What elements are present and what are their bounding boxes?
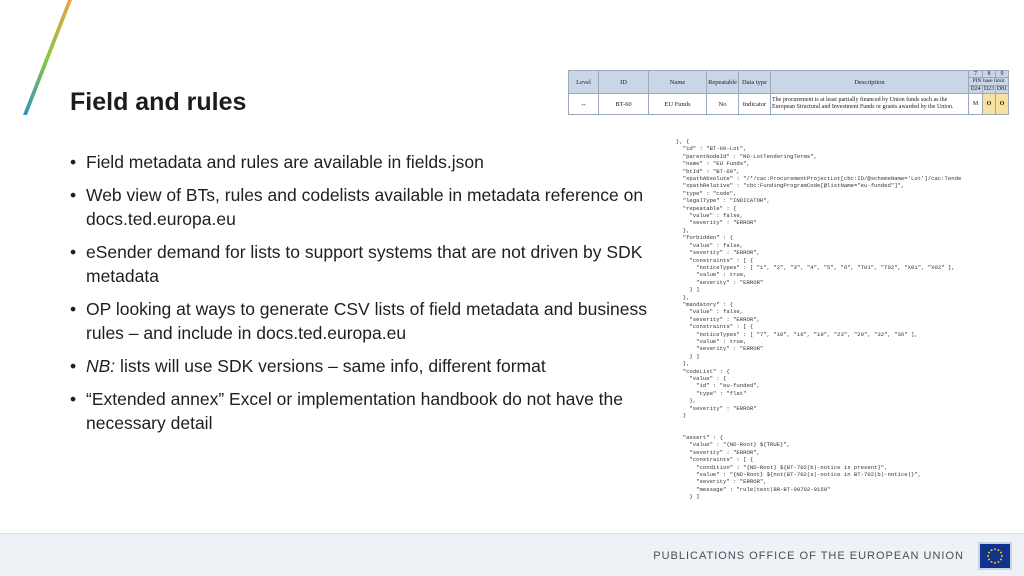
slide-title: Field and rules bbox=[70, 88, 247, 116]
bullet-text: Web view of BTs, rules and codelists ava… bbox=[86, 185, 644, 229]
header-description: Description bbox=[770, 70, 969, 94]
cell-description: The procurement is at least partially fi… bbox=[770, 93, 969, 115]
notice-col: D24 bbox=[970, 86, 981, 92]
bullet-item: Web view of BTs, rules and codelists ava… bbox=[70, 183, 650, 231]
bullet-item: “Extended annex” Excel or implementation… bbox=[70, 387, 650, 435]
bullet-item: OP looking at ways to generate CSV lists… bbox=[70, 297, 650, 345]
bullet-prefix: NB: bbox=[86, 356, 116, 376]
header-level: Level bbox=[568, 70, 599, 94]
notice-col: 7 bbox=[974, 71, 977, 78]
bullet-text: lists will use SDK versions – same info,… bbox=[115, 356, 546, 376]
field-table-image: Level ID Name Repeatable Data type Descr… bbox=[568, 70, 1009, 115]
cell-repeatable: No bbox=[706, 93, 739, 115]
footer-text: PUBLICATIONS OFFICE OF THE EUROPEAN UNIO… bbox=[653, 550, 964, 562]
decorative-slash bbox=[23, 0, 72, 115]
notice-col: D23 bbox=[982, 86, 995, 93]
table-row: ↔ BT-60 EU Funds No Indicator The procur… bbox=[568, 93, 1009, 115]
header-name: Name bbox=[648, 70, 707, 94]
notice-group: PIN base limit bbox=[969, 78, 1008, 86]
cell-id: BT-60 bbox=[598, 93, 649, 115]
json-assert-snippet: "assert" : { "value" : "{ND-Root} ${TRUE… bbox=[682, 434, 922, 501]
bullet-text: “Extended annex” Excel or implementation… bbox=[86, 389, 624, 433]
footer-bar: PUBLICATIONS OFFICE OF THE EUROPEAN UNIO… bbox=[0, 533, 1024, 576]
cell-marks: M O O bbox=[968, 93, 1009, 115]
notice-col: 9 bbox=[995, 71, 1008, 78]
eu-flag-icon bbox=[978, 542, 1012, 570]
cell-level: ↔ bbox=[568, 93, 599, 115]
bullet-item: Field metadata and rules are available i… bbox=[70, 150, 650, 174]
field-table: Level ID Name Repeatable Data type Descr… bbox=[568, 70, 1009, 115]
bullet-text: OP looking at ways to generate CSV lists… bbox=[86, 299, 647, 343]
bullet-list: Field metadata and rules are available i… bbox=[70, 150, 650, 444]
bullet-text: eSender demand for lists to support syst… bbox=[86, 242, 643, 286]
bullet-item: eSender demand for lists to support syst… bbox=[70, 240, 650, 288]
cell-datatype: Indicator bbox=[738, 93, 771, 115]
mark-optional: O bbox=[982, 94, 995, 114]
header-notice-columns: 7 8 9 PIN base limit D24 D23 D81 bbox=[968, 70, 1009, 94]
bullet-text: Field metadata and rules are available i… bbox=[86, 152, 484, 172]
mark-optional: O bbox=[995, 94, 1008, 114]
header-datatype: Data type bbox=[738, 70, 771, 94]
cell-name: EU Funds bbox=[648, 93, 707, 115]
notice-col: D81 bbox=[995, 86, 1008, 93]
json-code-snippet: }, { "id" : "BT-60-Lot", "parentNodeId" … bbox=[676, 138, 962, 420]
header-id: ID bbox=[598, 70, 649, 94]
header-repeatable: Repeatable bbox=[706, 70, 739, 94]
notice-col: 8 bbox=[982, 71, 995, 78]
mark-mandatory: M bbox=[972, 101, 979, 107]
bullet-item: NB: lists will use SDK versions – same i… bbox=[70, 354, 650, 378]
